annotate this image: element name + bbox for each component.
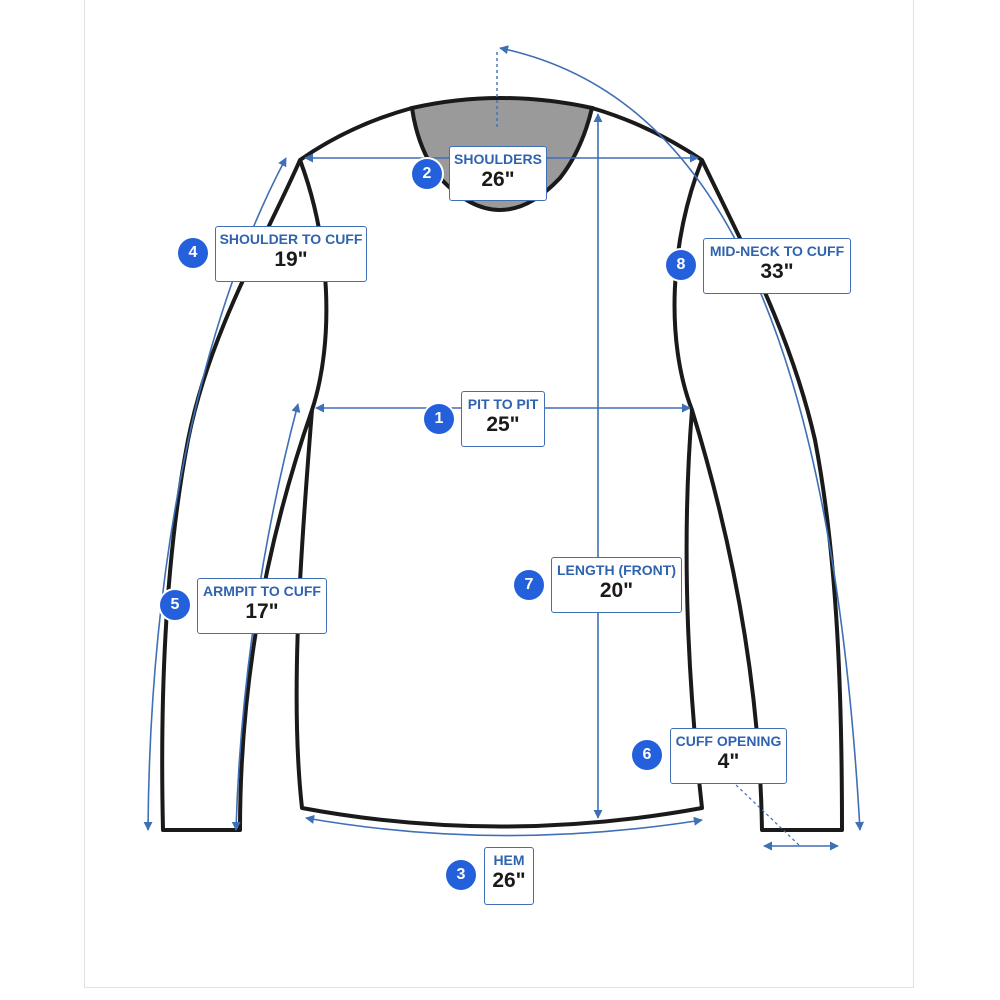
mid-neck-to-cuff-title: MID-NECK TO CUFF — [709, 243, 845, 259]
hem-value: 26" — [492, 869, 526, 892]
shoulders-badge: 2 — [412, 159, 442, 189]
hem-label: HEM 26" — [484, 847, 534, 905]
shoulder-to-cuff-label: SHOULDER TO CUFF 19" — [215, 226, 367, 282]
mid-neck-to-cuff-badge: 8 — [666, 250, 696, 280]
armpit-to-cuff-label: ARMPIT TO CUFF 17" — [197, 578, 327, 634]
left-armhole-seam — [298, 159, 329, 411]
shoulders-label: SHOULDERS 26" — [449, 146, 547, 201]
cuff-opening-label: CUFF OPENING 4" — [670, 728, 787, 784]
right-armhole-seam — [672, 159, 704, 411]
shoulders-value: 26" — [481, 168, 515, 191]
armpit-to-cuff-badge: 5 — [160, 590, 190, 620]
sweater-outline — [160, 106, 844, 832]
pit-to-pit-label: PIT TO PIT 25" — [461, 391, 545, 447]
armpit-to-cuff-title: ARMPIT TO CUFF — [203, 583, 321, 599]
length-front-title: LENGTH (FRONT) — [557, 562, 676, 578]
hem-title: HEM — [493, 852, 525, 868]
shoulder-to-cuff-value: 19" — [274, 248, 308, 271]
cuff-opening-value: 4" — [717, 750, 740, 773]
cuff-opening-badge: 6 — [632, 740, 662, 770]
shoulder-to-cuff-badge: 4 — [178, 238, 208, 268]
pit-to-pit-badge: 1 — [424, 404, 454, 434]
length-front-badge: 7 — [514, 570, 544, 600]
hem-badge: 3 — [446, 860, 476, 890]
mid-neck-to-cuff-label: MID-NECK TO CUFF 33" — [703, 238, 851, 294]
length-front-label: LENGTH (FRONT) 20" — [551, 557, 682, 613]
cuff-opening-title: CUFF OPENING — [675, 733, 782, 749]
pit-to-pit-title: PIT TO PIT — [467, 396, 539, 412]
armpit-to-cuff-value: 17" — [245, 600, 279, 623]
mid-neck-to-cuff-value: 33" — [760, 260, 794, 283]
cuff-opening-leader — [735, 784, 801, 847]
shoulders-title: SHOULDERS — [454, 151, 542, 167]
pit-to-pit-value: 25" — [486, 413, 520, 436]
length-front-value: 20" — [599, 579, 634, 602]
shoulder-to-cuff-title: SHOULDER TO CUFF — [219, 231, 363, 247]
